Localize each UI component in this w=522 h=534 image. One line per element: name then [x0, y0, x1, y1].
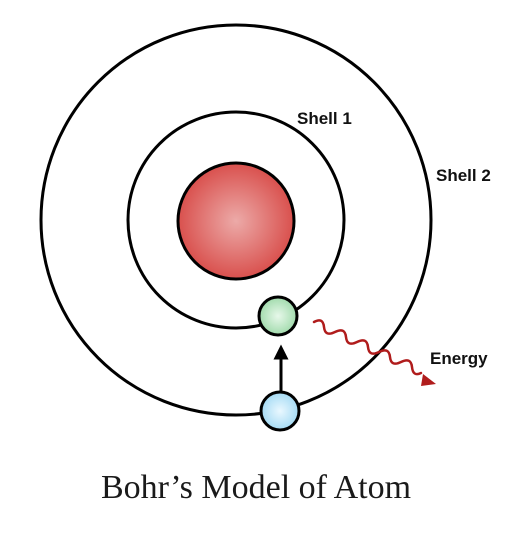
electron-ground [259, 390, 301, 432]
inner-orbit-shell-1 [126, 110, 346, 330]
label-shell-1: Shell 1 [297, 109, 352, 128]
electron-excited [257, 295, 299, 337]
diagram-caption: Bohr’s Model of Atom [101, 469, 411, 506]
outer-orbit-shell-2 [39, 23, 433, 417]
label-energy: Energy [430, 349, 488, 368]
wavy-arrow-icon [312, 319, 436, 386]
nucleus [176, 161, 296, 281]
label-shell-2: Shell 2 [436, 166, 491, 185]
